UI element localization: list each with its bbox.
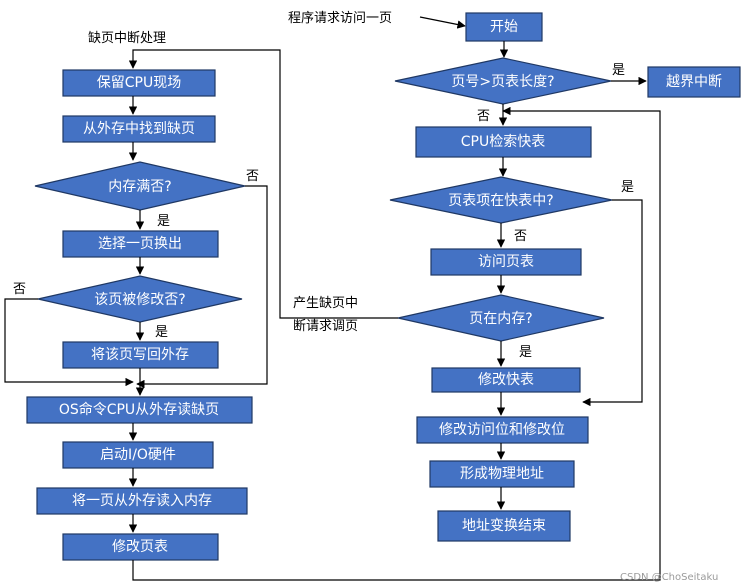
access-page-table-node: 访问页表 xyxy=(430,248,582,276)
select-page-node: 选择一页换出 xyxy=(62,230,219,258)
label-no-full: 否 xyxy=(246,169,259,184)
save-cpu-node: 保留CPU现场 xyxy=(62,69,216,97)
svg-text:选择一页换出: 选择一页换出 xyxy=(98,235,182,252)
svg-text:从外存中找到缺页: 从外存中找到缺页 xyxy=(83,121,195,137)
svg-text:OS命令CPU从外存读缺页: OS命令CPU从外存读缺页 xyxy=(59,401,219,418)
start-node: 开始 xyxy=(465,12,543,42)
edge-return-loop xyxy=(132,106,661,581)
svg-text:保留CPU现场: 保留CPU现场 xyxy=(97,75,181,91)
entry-label: 程序请求访问一页 xyxy=(288,11,392,26)
svg-text:页在内存?: 页在内存? xyxy=(469,311,532,327)
svg-text:启动I/O硬件: 启动I/O硬件 xyxy=(100,447,176,463)
update-tlb-node: 修改快表 xyxy=(431,367,581,393)
label-yes-1: 是 xyxy=(612,63,625,78)
label-yes-mod: 是 xyxy=(155,325,168,340)
write-back-node: 将该页写回外存 xyxy=(62,341,219,369)
edge-intlb-to-bits xyxy=(582,199,643,407)
update-page-table-node: 修改页表 xyxy=(62,533,219,561)
page-fault-label-line1: 产生缺页中 xyxy=(293,296,358,311)
edge-full-no xyxy=(136,185,268,389)
page-modified-decision: 该页被修改否? xyxy=(37,275,243,323)
edge-pagefault-to-save xyxy=(128,49,398,319)
start-io-node: 启动I/O硬件 xyxy=(62,441,214,469)
check-page-length-decision: 页号>页表长度? xyxy=(394,57,612,105)
os-command-node: OS命令CPU从外存读缺页 xyxy=(26,396,253,424)
svg-text:内存满否?: 内存满否? xyxy=(108,179,171,195)
svg-text:将该页写回外存: 将该页写回外存 xyxy=(91,347,189,363)
svg-text:页表项在快表中?: 页表项在快表中? xyxy=(448,193,553,209)
label-yes-full: 是 xyxy=(157,214,170,229)
in-tlb-decision: 页表项在快表中? xyxy=(389,176,613,224)
svg-text:修改页表: 修改页表 xyxy=(112,539,168,555)
find-page-node: 从外存中找到缺页 xyxy=(62,115,216,143)
label-no-2: 否 xyxy=(514,229,527,244)
svg-text:CPU检索快表: CPU检索快表 xyxy=(461,133,545,150)
svg-text:页号>页表长度?: 页号>页表长度? xyxy=(451,74,554,90)
label-no-1: 否 xyxy=(477,109,490,124)
svg-text:将一页从外存读入内存: 将一页从外存读入内存 xyxy=(72,492,212,509)
svg-text:修改访问位和修改位: 修改访问位和修改位 xyxy=(439,422,565,438)
left-flow-title: 缺页中断处理 xyxy=(88,31,166,46)
svg-text:访问页表: 访问页表 xyxy=(478,254,534,270)
svg-text:形成物理地址: 形成物理地址 xyxy=(460,466,544,482)
svg-text:开始: 开始 xyxy=(490,19,518,35)
svg-text:越界中断: 越界中断 xyxy=(666,74,722,90)
label-yes-3: 是 xyxy=(519,345,532,360)
svg-text:该页被修改否?: 该页被修改否? xyxy=(94,292,185,308)
label-yes-2: 是 xyxy=(621,180,634,195)
page-fault-label-line2: 断请求调页 xyxy=(293,319,358,334)
svg-text:修改快表: 修改快表 xyxy=(478,372,534,388)
svg-text:地址变换结束: 地址变换结束 xyxy=(462,517,546,534)
in-memory-decision: 页在内存? xyxy=(397,294,605,342)
edge-mod-no xyxy=(4,298,134,387)
edge-entry-to-start xyxy=(419,16,466,29)
update-bits-node: 修改访问位和修改位 xyxy=(416,416,589,444)
form-address-node: 形成物理地址 xyxy=(429,460,575,488)
memory-full-decision: 内存满否? xyxy=(34,161,246,211)
watermark: CSDN @ChoSeitaku xyxy=(620,572,718,583)
end-node: 地址变换结束 xyxy=(437,510,571,542)
read-in-node: 将一页从外存读入内存 xyxy=(36,487,248,515)
label-no-mod: 否 xyxy=(13,282,26,297)
cpu-search-tlb-node: CPU检索快表 xyxy=(415,126,592,158)
out-of-bounds-node: 越界中断 xyxy=(647,66,741,98)
